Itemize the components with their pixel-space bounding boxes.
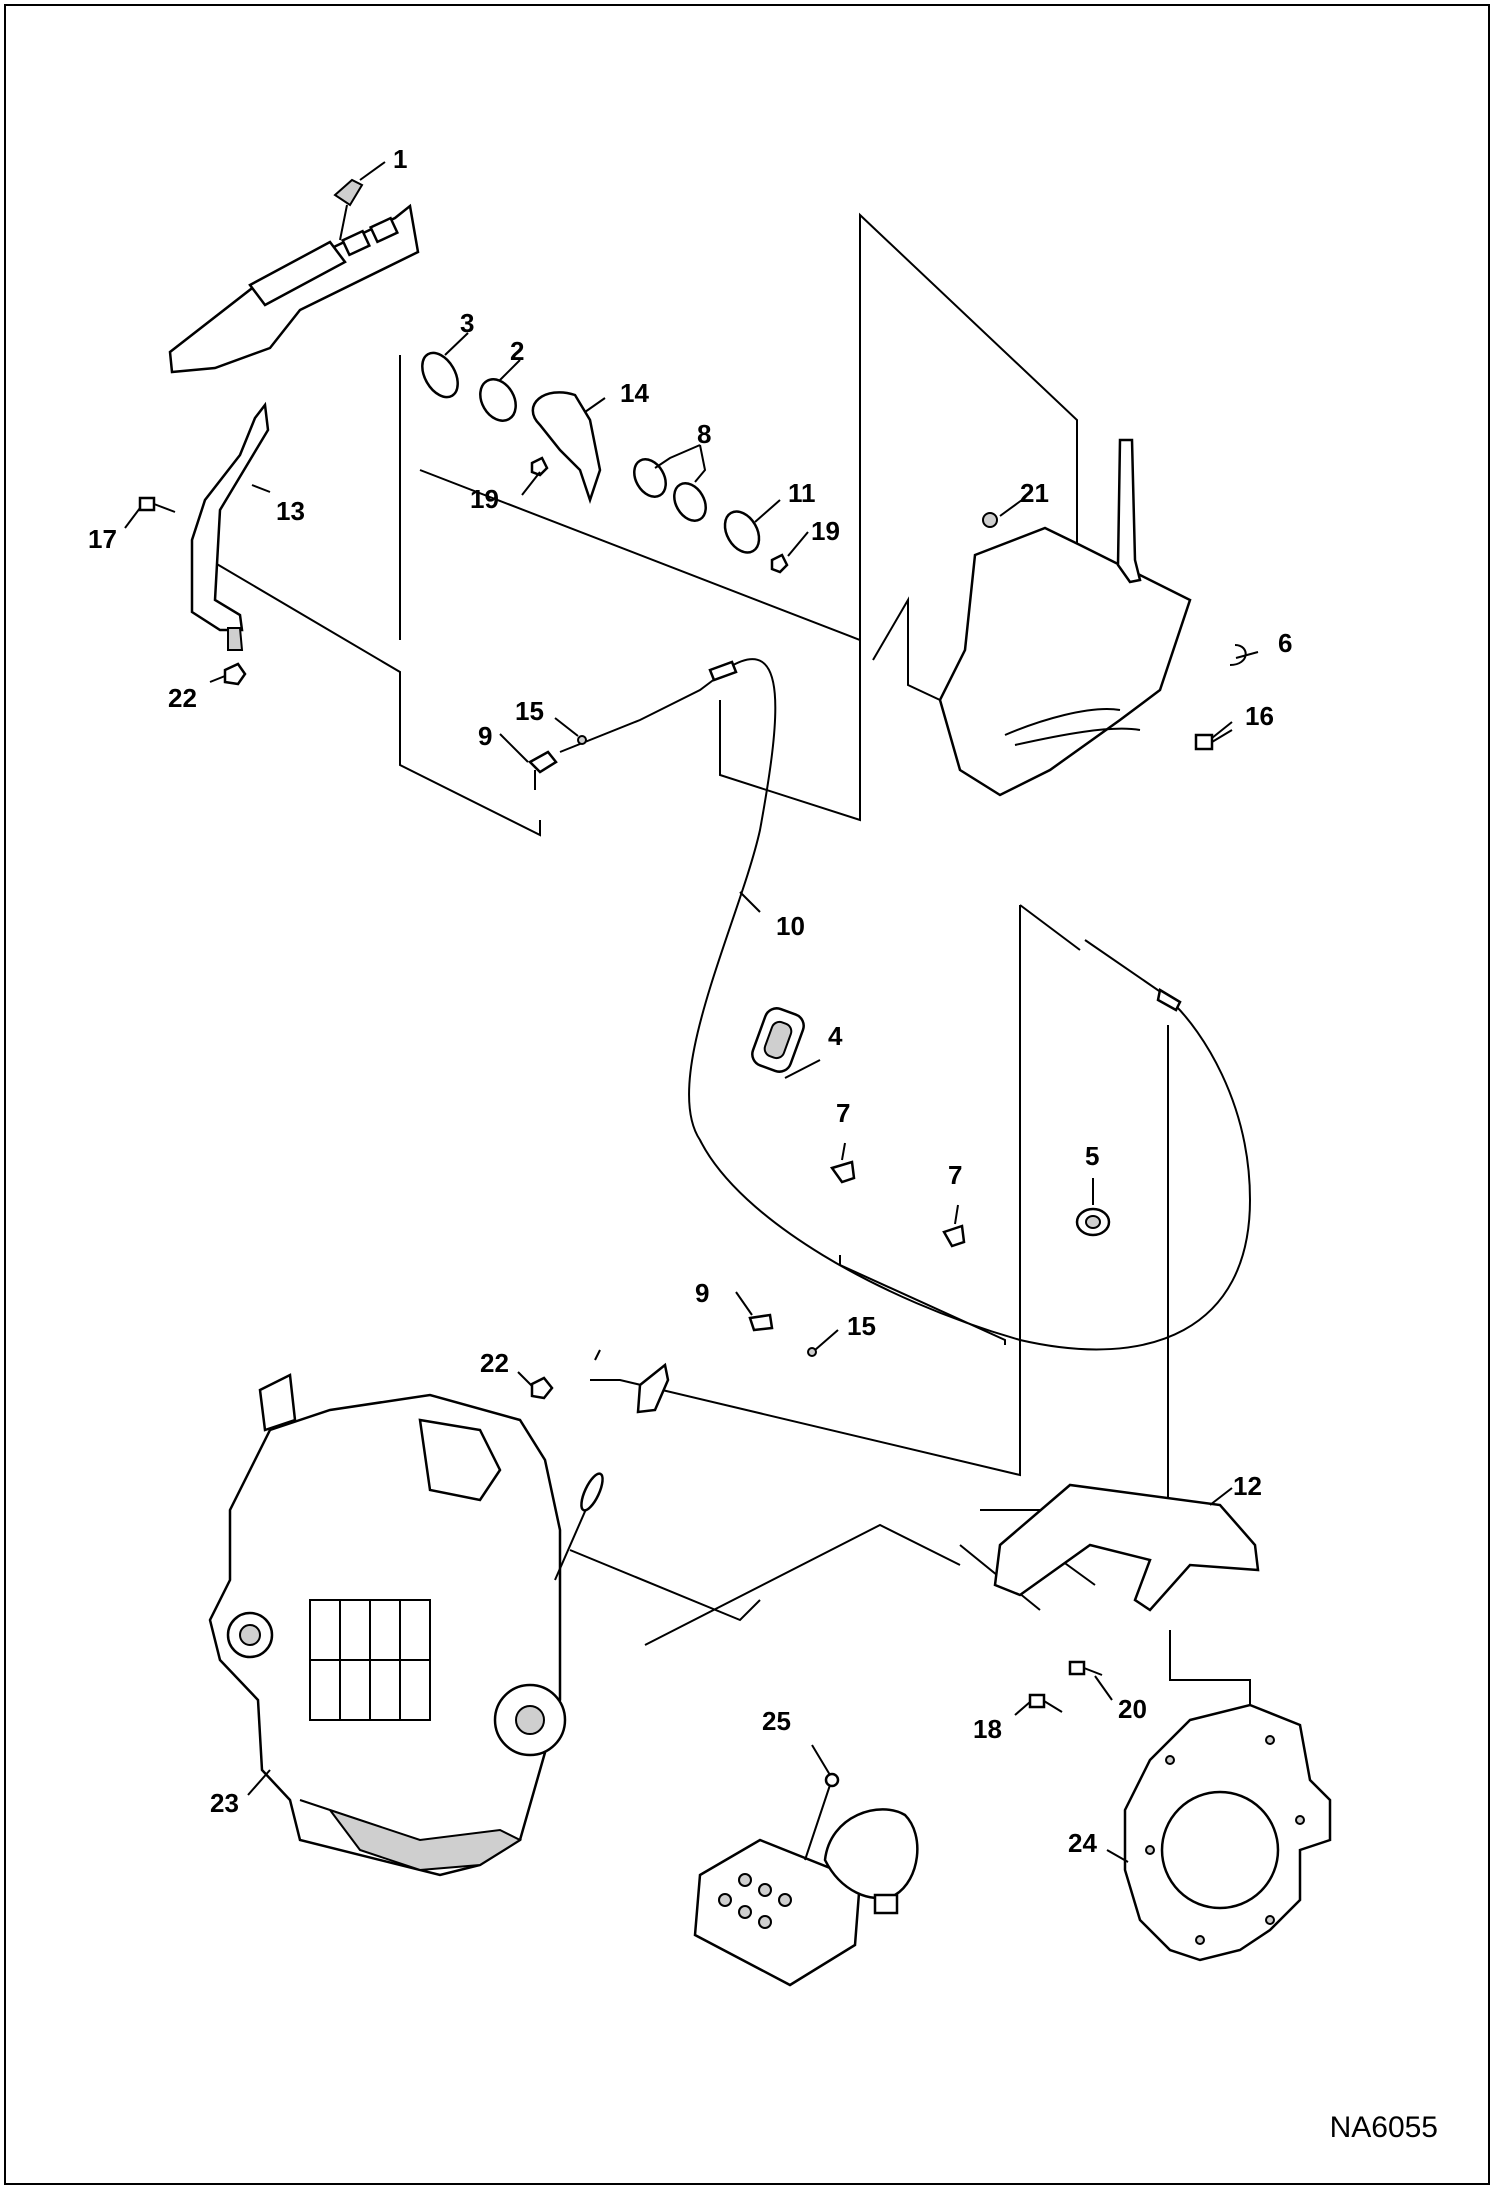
callout-6: 6 — [1278, 628, 1292, 658]
callout-22a: 22 — [168, 683, 197, 713]
callout-19a: 19 — [470, 484, 499, 514]
callout-8: 8 — [697, 419, 711, 449]
diagram-frame — [4, 4, 1490, 2185]
callout-7a: 7 — [836, 1098, 850, 1128]
valve-block-part-25 — [693, 1772, 919, 1987]
callout-15a: 15 — [515, 696, 544, 726]
grommets-clips — [751, 1007, 1111, 1248]
callout-21: 21 — [1020, 478, 1049, 508]
engine-part-23 — [208, 1373, 604, 1877]
callout-23: 23 — [210, 1788, 239, 1818]
cable-end-upper — [527, 735, 587, 790]
callout-19b: 19 — [811, 516, 840, 546]
retainer-parts-upper — [421, 351, 789, 574]
callout-9a: 9 — [478, 721, 492, 751]
adapter-plate-part-24 — [1123, 1703, 1332, 1962]
callout-10: 10 — [776, 911, 805, 941]
mounting-bracket-part-12 — [993, 1483, 1260, 1612]
callout-2: 2 — [510, 336, 524, 366]
diagram-reference-id: NA6055 — [1329, 2111, 1438, 2144]
callout-5: 5 — [1085, 1141, 1099, 1171]
callout-15b: 15 — [847, 1311, 876, 1341]
callout-16: 16 — [1245, 701, 1274, 731]
callout-12: 12 — [1233, 1471, 1262, 1501]
throttle-cable-part-10 — [559, 658, 1252, 1351]
callout-11: 11 — [788, 478, 816, 508]
callout-4: 4 — [828, 1021, 843, 1051]
callout-13: 13 — [276, 496, 305, 526]
control-panel-part-1 — [168, 178, 420, 374]
callout-labels: 1 2 3 4 5 6 7 7 8 9 9 10 11 12 13 14 15 … — [88, 144, 1292, 1858]
pedal-bracket-assembly — [938, 438, 1247, 797]
callout-25: 25 — [762, 1706, 791, 1736]
cable-end-lower — [636, 1313, 817, 1414]
callout-18: 18 — [973, 1714, 1002, 1744]
callout-22b: 22 — [480, 1348, 509, 1378]
callout-leaders — [124, 161, 1259, 1863]
callout-24: 24 — [1068, 1828, 1097, 1858]
bracket-part-13 — [190, 401, 270, 651]
callout-1: 1 — [393, 144, 407, 174]
callout-3: 3 — [460, 308, 474, 338]
callout-20: 20 — [1118, 1694, 1147, 1724]
callout-17: 17 — [88, 524, 117, 554]
assembly-lines — [209, 212, 1251, 1710]
callout-7b: 7 — [948, 1160, 962, 1190]
bolts-18-20 — [1028, 1660, 1103, 1713]
callout-14: 14 — [620, 378, 649, 408]
fasteners-left — [138, 496, 554, 1400]
callout-9b: 9 — [695, 1278, 709, 1308]
